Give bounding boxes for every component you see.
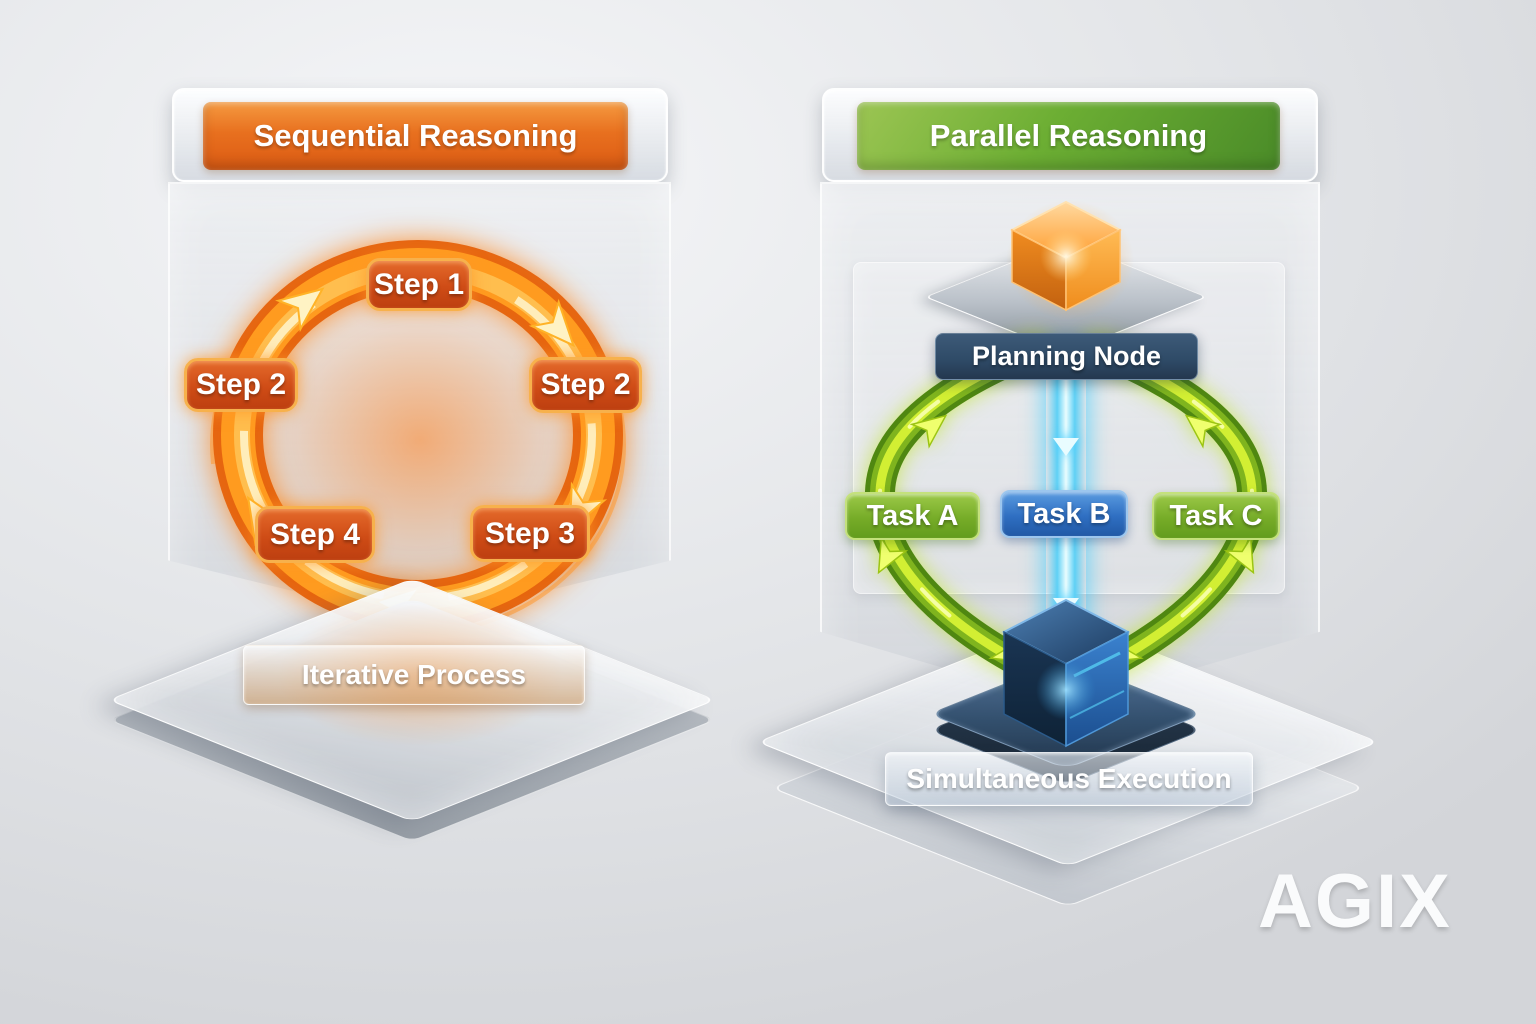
task-a-pill: Task A [845,492,980,540]
simultaneous-execution-caption: Simultaneous Execution [885,752,1253,806]
brand-logo: AGIX [1258,859,1452,944]
parallel-header: Parallel Reasoning [857,102,1280,170]
sequential-header: Sequential Reasoning [203,102,628,170]
task-c-pill: Task C [1152,492,1280,540]
beam-arrow-upper-icon [1053,438,1079,456]
step-pill-left: Step 2 [184,358,298,412]
step-pill-right: Step 2 [529,357,642,413]
planning-node: Planning Node [935,333,1198,380]
planning-cube-icon [1009,200,1123,312]
task-b-pill: Task B [1000,490,1128,538]
execution-cube-icon [1001,598,1131,748]
step-pill-bottom-left: Step 4 [255,506,375,563]
step-pill-top: Step 1 [366,258,472,311]
iterative-process-caption: Iterative Process [243,645,585,705]
step-pill-bottom-right: Step 3 [470,505,590,562]
